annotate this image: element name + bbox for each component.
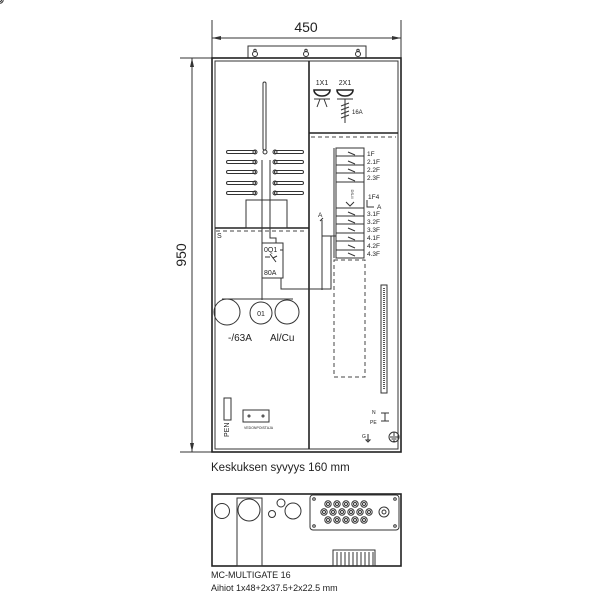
width-label: 450 bbox=[294, 19, 318, 35]
breaker-label: 2.1F bbox=[367, 159, 380, 166]
fuse-rating-label: -/63A bbox=[228, 333, 252, 344]
breaker-label: 3.3F bbox=[367, 227, 380, 234]
lamp2-label: 2X1 bbox=[339, 80, 352, 87]
gland-knockouts: Aihiot 1x48+2x37.5+2x22.5 mm bbox=[211, 583, 338, 593]
enclosure-outline bbox=[211, 57, 402, 453]
lamp1-label: 1X1 bbox=[316, 80, 329, 87]
gland-model: MC-MULTIGATE 16 bbox=[211, 570, 291, 580]
main-switch: 0Q1 80A bbox=[261, 236, 332, 290]
lamp-icon bbox=[313, 89, 331, 108]
depth-note: Keskuksen syvyys 160 mm bbox=[211, 462, 350, 474]
breaker-label: 3.1F bbox=[367, 211, 380, 218]
g-label: G bbox=[362, 434, 366, 440]
meter-box bbox=[245, 199, 288, 229]
section-label: S bbox=[217, 233, 222, 240]
terminal-strip bbox=[380, 284, 388, 394]
height-label: 950 bbox=[173, 243, 189, 267]
meter-busbar bbox=[226, 81, 304, 196]
breaker-label: 3.2F bbox=[367, 219, 380, 226]
fuse-id-label: 01 bbox=[257, 311, 265, 318]
mounting-bracket bbox=[247, 45, 367, 59]
breaker-label: 4.3F bbox=[367, 251, 380, 258]
spd-fuse-label: 1F4 bbox=[368, 194, 380, 201]
spd-label: DS-II bbox=[350, 189, 355, 198]
breaker-rail bbox=[333, 147, 365, 259]
pen-terminal bbox=[223, 397, 232, 421]
breaker-label: 2.3F bbox=[367, 175, 380, 182]
keyhole-icon bbox=[303, 48, 309, 57]
ground-icon bbox=[388, 431, 400, 443]
breaker-label: 4.2F bbox=[367, 243, 380, 250]
breaker-label: 4.1F bbox=[367, 235, 380, 242]
width-dimension: 450 bbox=[211, 19, 402, 58]
reserve-area bbox=[333, 259, 366, 378]
feed-label: A bbox=[318, 212, 323, 219]
conductor-label: Al/Cu bbox=[270, 333, 294, 344]
gland-plate bbox=[0, 0, 402, 567]
switch-rating-label: 80A bbox=[264, 270, 277, 277]
pen-label: PEN bbox=[224, 423, 231, 437]
multigate bbox=[309, 494, 400, 531]
breaker-label: 2.2F bbox=[367, 167, 380, 174]
socket-icon bbox=[336, 89, 354, 123]
strain-relief-label: VEDONPOISTAJA bbox=[244, 426, 274, 430]
n-label: N bbox=[372, 410, 376, 416]
strain-relief: VEDONPOISTAJA bbox=[242, 409, 274, 430]
pe-label: PE bbox=[370, 420, 377, 426]
height-dimension: 950 bbox=[173, 57, 212, 453]
breaker-label: 1F bbox=[367, 151, 375, 158]
socket-fuse-label: 16A bbox=[352, 110, 363, 116]
keyhole-icon bbox=[355, 48, 361, 57]
keyhole-icon bbox=[252, 48, 258, 57]
main-fuses: 01 bbox=[213, 298, 300, 326]
switch-id-label: 0Q1 bbox=[264, 247, 277, 254]
spd-line-label: A bbox=[377, 204, 382, 211]
